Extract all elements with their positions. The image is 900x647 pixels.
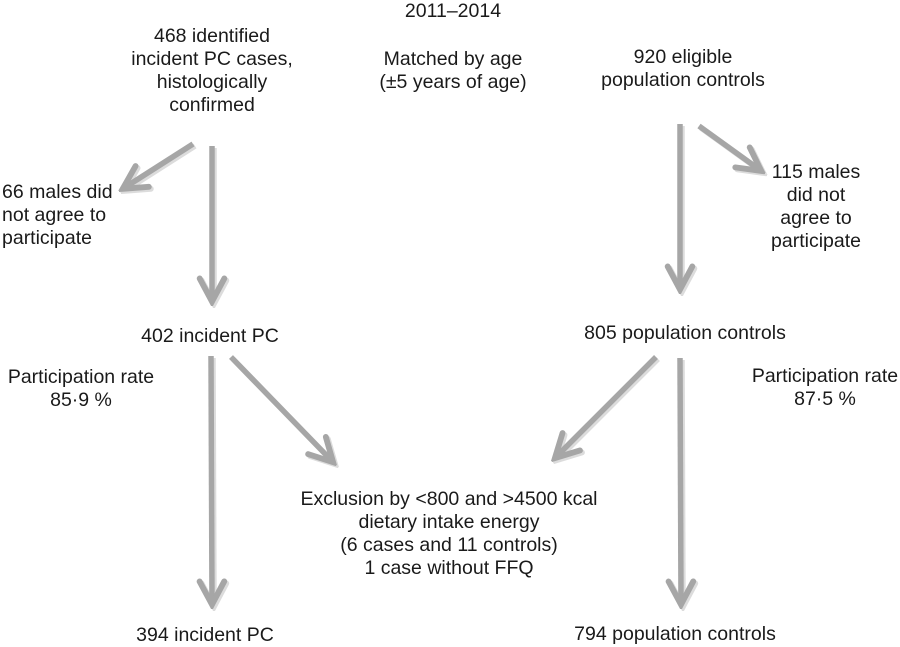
controls-to-exclusion-arrow xyxy=(556,355,658,457)
cases-participants-node: 402 incident PC xyxy=(141,325,279,347)
controls-participants-node: 805 population controls xyxy=(584,322,786,344)
cases-nonparticipants-node: 66 males did not agree to participate xyxy=(2,181,113,249)
controls-nonparticipants-node: 115 males did not agree to participate xyxy=(771,161,861,252)
controls-participation-rate-label: Participation rate 87·5 % xyxy=(751,365,899,410)
matching-note-label: Matched by age (±5 years of age) xyxy=(379,48,527,93)
cases-final-node: 394 incident PC xyxy=(136,624,274,646)
cases-to-exclusion-arrow xyxy=(229,355,332,461)
controls-eligible-node: 920 eligible population controls xyxy=(601,46,765,91)
cases-participation-rate-label: Participation rate 85·9 % xyxy=(7,366,155,411)
exclusion-criteria-node: Exclusion by <800 and >4500 kcal dietary… xyxy=(300,488,598,579)
controls-participants-to-final-arrow xyxy=(680,357,681,603)
study-period-label: 2011–2014 xyxy=(404,0,502,22)
cases-identified-node: 468 identified incident PC cases, histol… xyxy=(131,25,293,116)
cases-participants-to-final-arrow xyxy=(211,355,212,603)
controls-final-node: 794 population controls xyxy=(574,623,776,645)
